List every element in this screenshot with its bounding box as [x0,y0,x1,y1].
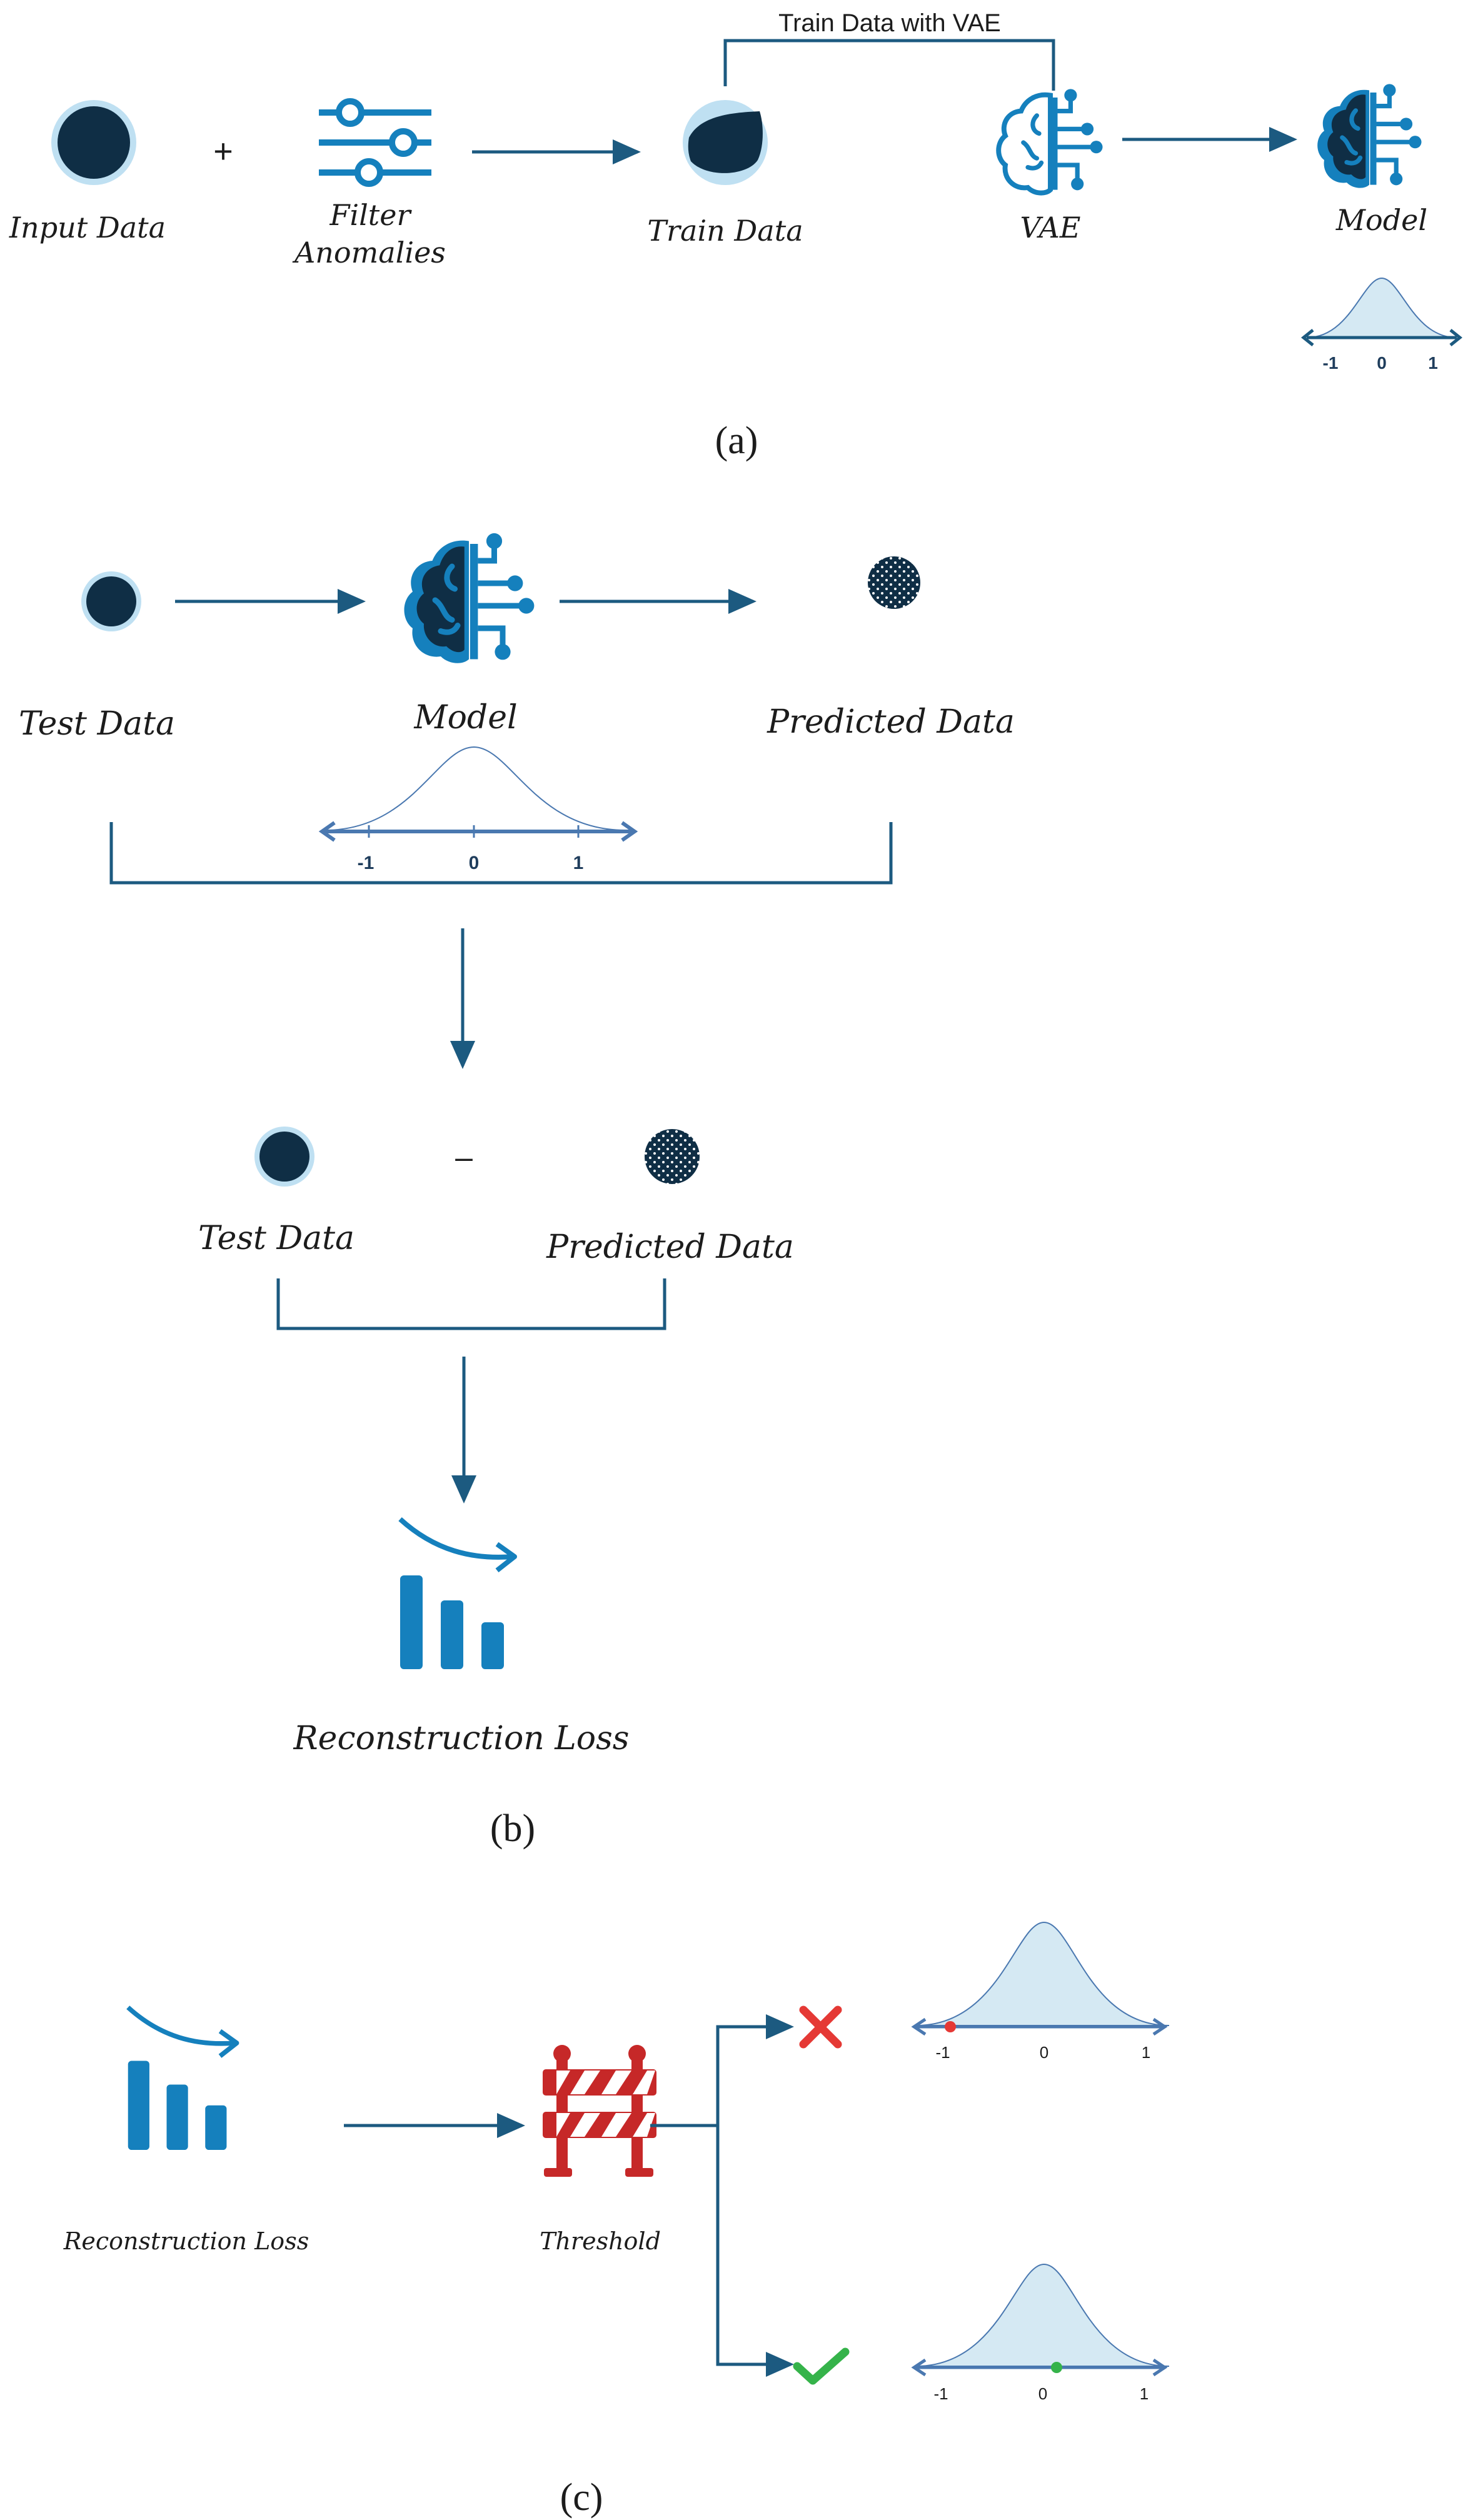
decreasing-bar-chart-icon [400,1519,515,1669]
axis-tick: -1 [935,2043,950,2062]
normal-distribution-plot: -1 0 1 [911,2263,1170,2403]
train-bracket [723,39,1055,91]
model-label: Model [413,699,517,736]
cross-icon [799,2005,842,2049]
panel-b: Test Data Model -1 0 1 Predicted Data [19,533,1015,1850]
road-barrier-icon [543,2045,656,2177]
axis-tick: 0 [1038,2384,1047,2403]
axis-tick: -1 [933,2384,948,2403]
caption-a: (a) [715,419,758,462]
bracket-label: Train Data with VAE [778,9,1001,37]
vae-label: VAE [1020,211,1081,244]
model-distribution-plot: -1 0 1 [1300,277,1463,373]
axis-tick: 1 [1428,353,1438,373]
minus-sign: – [455,1140,473,1175]
train-data-label: Train Data [647,214,803,248]
axis-tick: 1 [1140,2384,1149,2403]
panel-a: Input Data + Filter Anomalies Train Data… [9,9,1463,462]
branch-up [716,2014,794,2126]
model-label: Model [1335,203,1427,237]
anomaly-distribution-plot: -1 0 1 [911,1921,1170,2062]
bracket [109,822,893,885]
predicted-data-icon [868,556,920,609]
model-brain-icon [1317,84,1421,188]
axis-tick: 1 [1142,2043,1150,2062]
test-data-label-2: Test Data [198,1220,354,1257]
train-data-icon [683,100,768,185]
vae-brain-icon [996,89,1103,196]
axis-tick: 0 [469,853,480,873]
predicted-data-label-2: Predicted Data [546,1228,794,1266]
axis-tick: 1 [573,853,584,873]
reconstruction-loss-label: Reconstruction Loss [293,1720,630,1757]
panel-c: Reconstruction Loss Threshold [63,1921,1170,2519]
sliders-filter-icon [319,98,431,187]
normal-point [1051,2362,1062,2373]
axis-tick: -1 [1323,353,1339,373]
axis-tick: 0 [1040,2043,1048,2062]
input-data-label: Input Data [9,211,166,244]
input-data-icon [51,100,136,185]
predicted-data-label: Predicted Data [767,703,1015,741]
threshold-label: Threshold [540,2227,661,2255]
filter-label-line1: Filter [329,198,412,232]
predicted-data-icon [645,1129,700,1184]
check-icon [793,2347,850,2385]
bracket [276,1278,666,1330]
reconstruction-loss-label: Reconstruction Loss [63,2227,309,2255]
axis-tick: -1 [358,853,375,873]
filter-label-line2: Anomalies [292,236,446,269]
test-data-label: Test Data [19,705,175,743]
anomaly-point [945,2021,956,2032]
test-data-icon [254,1127,314,1187]
caption-c: (c) [560,2476,603,2519]
decreasing-bar-chart-icon [128,2007,237,2150]
model-brain-icon [405,533,535,663]
plus-sign: + [213,133,233,170]
caption-b: (b) [490,1807,535,1850]
model-distribution-plot: -1 0 1 [318,746,638,873]
axis-tick: 0 [1377,353,1387,373]
test-data-icon [81,571,141,631]
branch-down [716,2126,794,2377]
